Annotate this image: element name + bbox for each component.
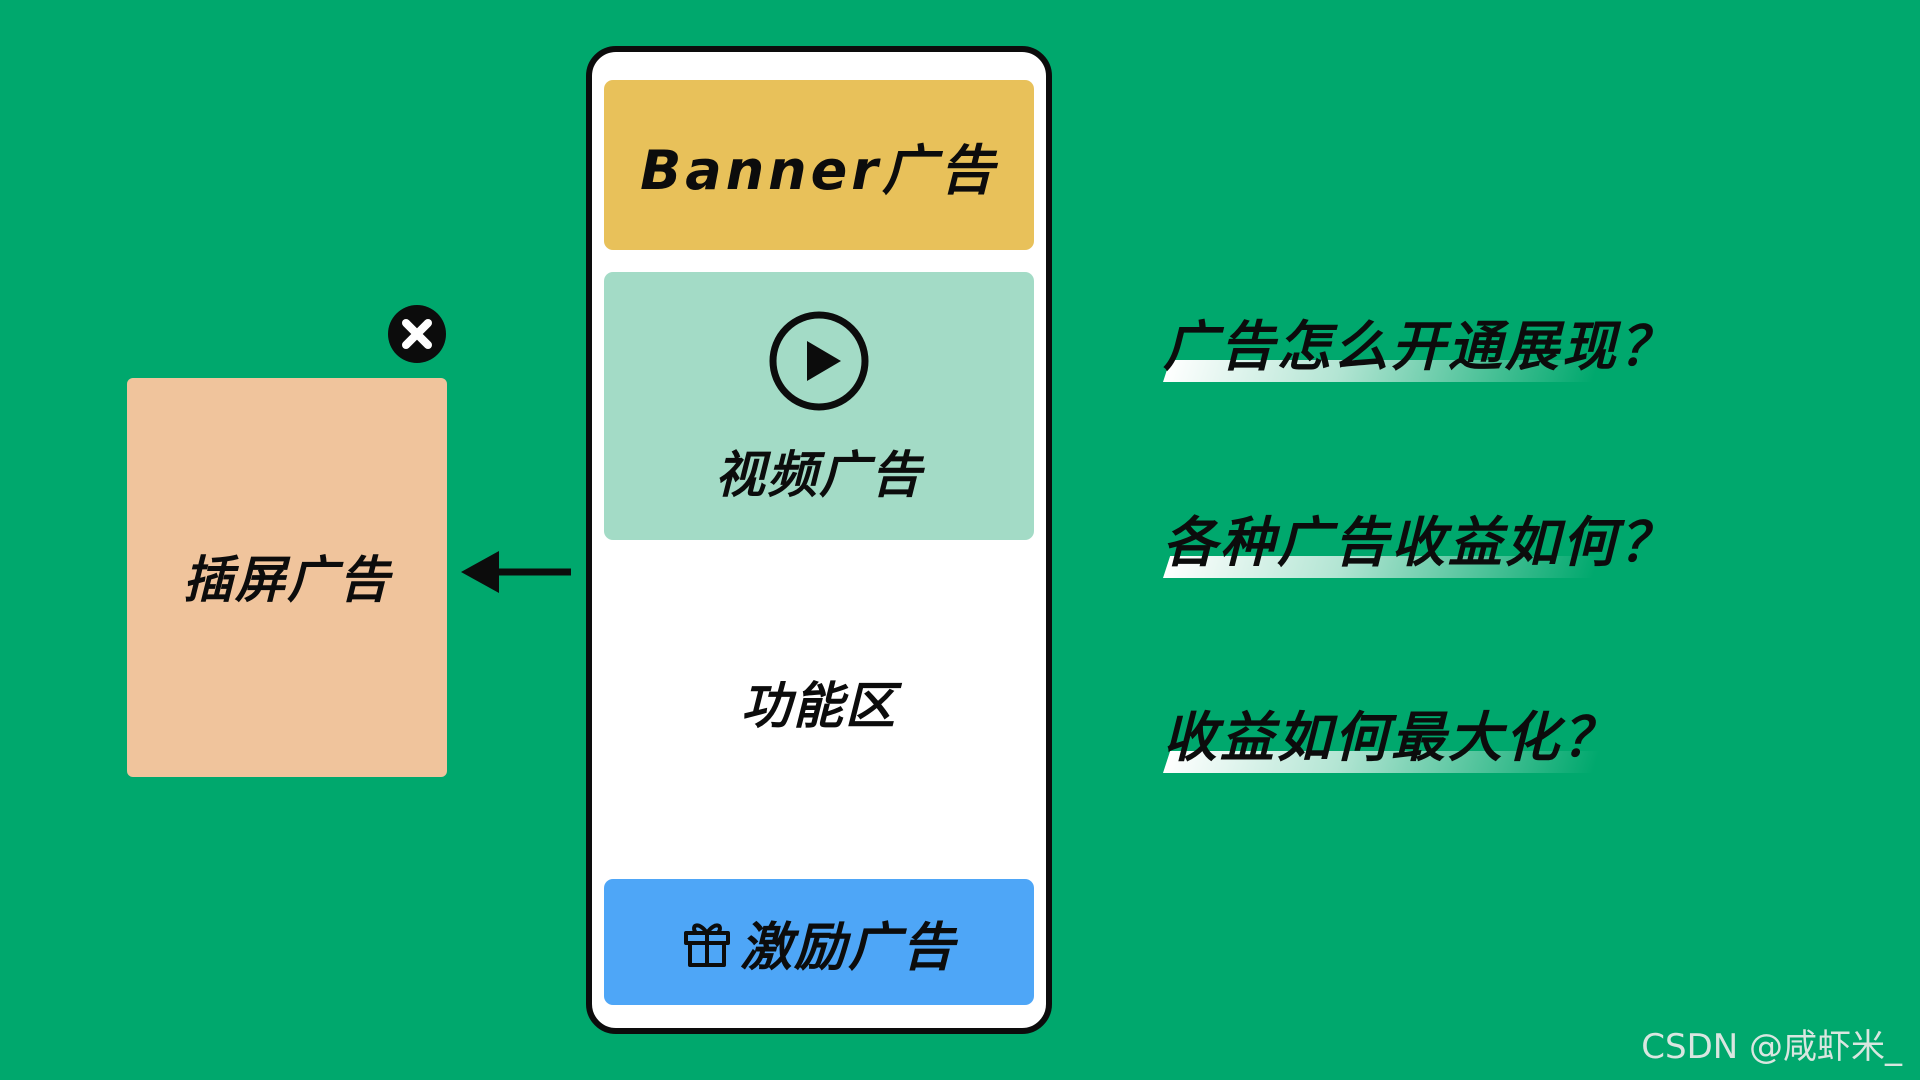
watermark: CSDN @咸虾米_	[1641, 1027, 1902, 1067]
interstitial-ad-card: 插屏广告	[127, 378, 447, 777]
video-ad-label: 视频广告	[715, 446, 923, 504]
close-icon	[388, 305, 446, 363]
video-ad-slot: 视频广告	[604, 272, 1034, 540]
question-2: 各种广告收益如何？	[1163, 508, 1676, 578]
question-1-text: 广告怎么开通展现？	[1163, 315, 1676, 378]
arrow-left-icon	[461, 551, 571, 593]
reward-ad-slot: 激励广告	[604, 879, 1034, 1005]
play-icon	[769, 311, 869, 411]
function-area-label: 功能区	[741, 677, 897, 735]
question-2-text: 各种广告收益如何？	[1163, 511, 1676, 574]
banner-ad-label: Banner广告	[640, 138, 998, 202]
gift-icon	[683, 923, 730, 967]
banner-ad-slot: Banner广告	[604, 80, 1034, 250]
question-3: 收益如何最大化？	[1163, 703, 1619, 773]
question-3-text: 收益如何最大化？	[1163, 706, 1619, 769]
interstitial-ad-label: 插屏广告	[183, 550, 391, 609]
question-1: 广告怎么开通展现？	[1163, 312, 1676, 382]
phone-mockup: Banner广告 视频广告 功能区 激励广告	[586, 46, 1052, 1034]
reward-ad-label: 激励广告	[739, 917, 956, 978]
function-area: 功能区	[604, 647, 1034, 757]
